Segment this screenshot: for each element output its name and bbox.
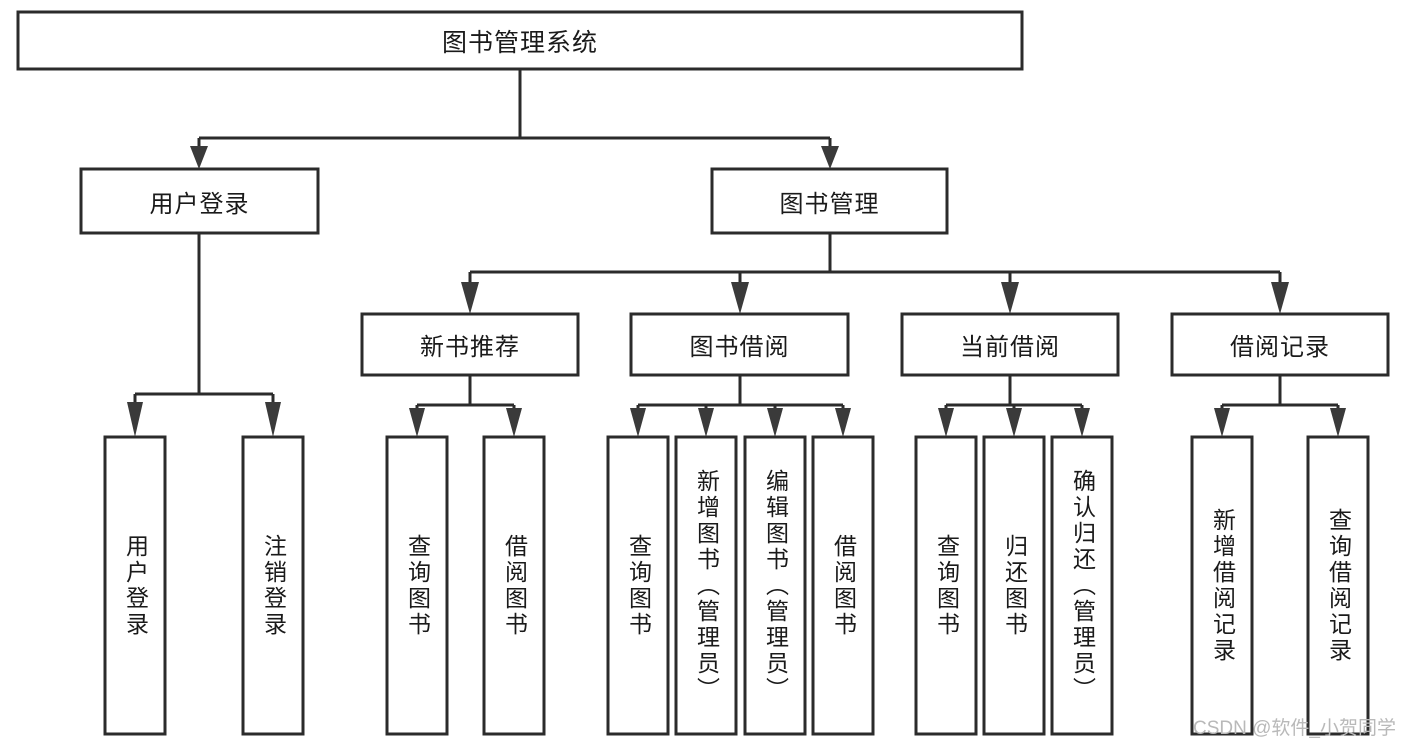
node-box-leaf[interactable] [1050,435,1114,736]
connector-newbook-to-leaves [409,375,522,437]
node-box-leaf[interactable] [103,435,167,736]
arrow-head-leaf-user-login [127,402,143,437]
node-box-leaf[interactable] [482,435,546,736]
arrow-head-current-borrow [1001,282,1019,314]
arrow-head-user-login [190,146,208,169]
node-box-root[interactable] [16,10,1024,71]
connector-currentborrow-to-leaves [938,375,1090,437]
node-box-leaf[interactable] [1306,435,1370,736]
node-box-leaf[interactable] [674,435,738,736]
arrow-head-cb-query [938,408,954,437]
node-box-leaf[interactable] [914,435,978,736]
node-box-book-management[interactable] [710,167,949,235]
node-box-leaf[interactable] [743,435,807,736]
arrow-head-bb-edit [767,408,783,437]
node-box-current-borrow[interactable] [900,312,1120,377]
arrow-head-bb-query [630,408,646,437]
node-box-borrow-record[interactable] [1170,312,1390,377]
node-box-leaf[interactable] [982,435,1046,736]
arrow-head-book-mgmt [821,146,839,169]
arrow-head-br-query [1330,408,1346,437]
connector-userlogin-to-leaves [127,233,281,437]
node-box-user-login[interactable] [79,167,320,235]
arrow-head-new-book [461,282,479,314]
node-box-book-borrow[interactable] [629,312,850,377]
arrow-head-nb-query [409,408,425,437]
arrow-head-borrow [731,282,749,314]
arrow-head-bb-borrow [835,408,851,437]
connector-bookmgmt-to-level2 [461,233,1289,314]
arrow-head-cb-return [1006,408,1022,437]
node-box-new-book-recommend[interactable] [360,312,580,377]
connector-borrowrecord-to-leaves [1214,375,1346,437]
connector-bookborrow-to-leaves [630,375,851,437]
arrow-head-leaf-logout [265,402,281,437]
arrow-head-cb-confirm [1074,408,1090,437]
connector-root-to-level1 [190,69,839,169]
arrow-head-bb-add [698,408,714,437]
node-box-leaf[interactable] [385,435,449,736]
arrow-head-nb-borrow [506,408,522,437]
arrow-head-br-add [1214,408,1230,437]
node-box-leaf[interactable] [1190,435,1254,736]
node-box-leaf[interactable] [241,435,305,736]
node-box-leaf[interactable] [606,435,670,736]
node-box-leaf[interactable] [811,435,875,736]
arrow-head-borrow-record [1271,282,1289,314]
